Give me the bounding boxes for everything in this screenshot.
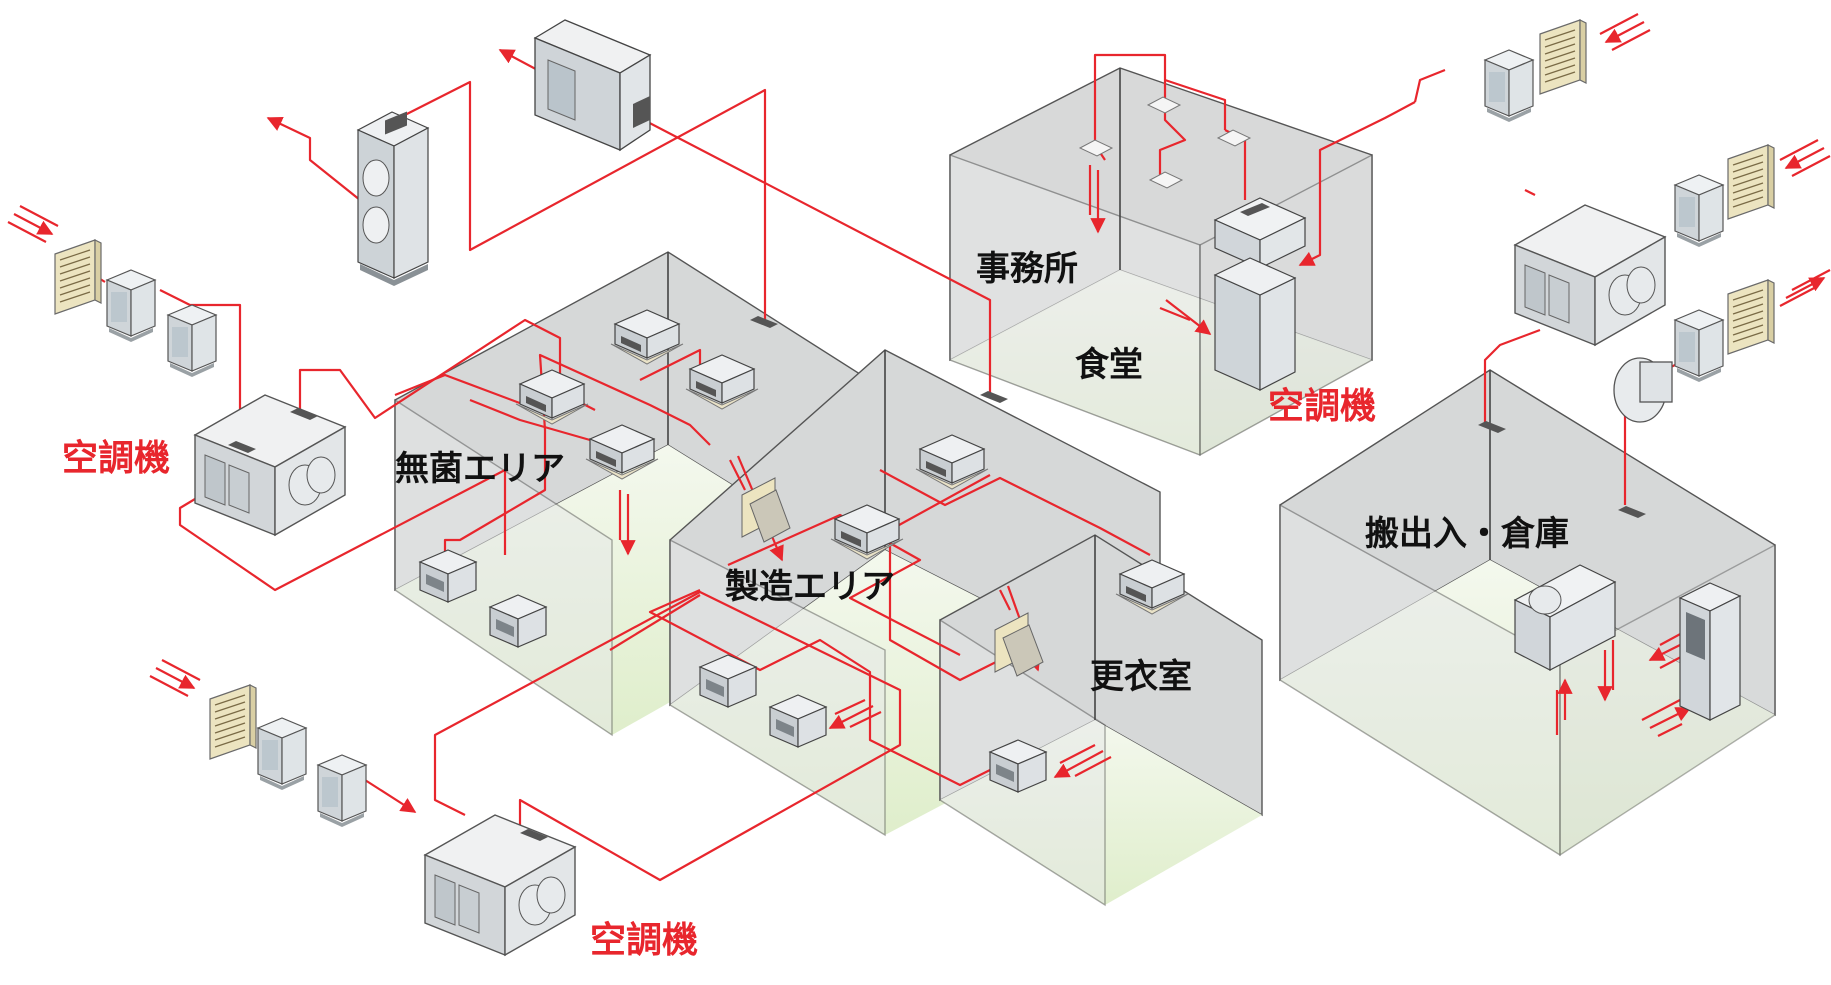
room-label-cafeteria: 食堂	[1075, 345, 1143, 385]
floor-air-unit	[769, 694, 827, 748]
filter-unit	[1674, 174, 1724, 248]
floor-air-unit	[489, 594, 547, 648]
room-label-manufacturing-area: 製造エリア	[725, 567, 895, 607]
office-air-handling-unit	[1213, 197, 1307, 391]
filter-unit	[257, 717, 307, 791]
air-handling-unit-icon	[1514, 204, 1666, 346]
exhaust-fan-icon	[1613, 357, 1673, 423]
outdoor-louver-icon	[1727, 144, 1775, 220]
outdoor-louver-icon	[1727, 279, 1775, 355]
ahu-label-left: 空調機	[62, 438, 170, 479]
ceiling-diffuser-icon	[228, 316, 1646, 841]
office-cafeteria-room	[949, 67, 1373, 457]
ahu-label-bottom: 空調機	[590, 920, 698, 961]
filter-unit	[167, 304, 217, 378]
floor-air-unit	[699, 654, 757, 708]
airflow-arrow-icon	[149, 659, 201, 697]
filter-unit	[106, 269, 156, 343]
wall-damper-icon	[994, 612, 1044, 677]
warehouse-air-unit	[1513, 564, 1617, 671]
outdoor-louver-icon	[209, 684, 257, 760]
room-label-locker-room: 更衣室	[1090, 657, 1192, 697]
warehouse-cabinet-unit	[1678, 582, 1742, 721]
room-label-office: 事務所	[976, 249, 1078, 289]
outdoor-louver-icon	[54, 239, 102, 315]
floor-air-unit	[419, 549, 477, 603]
ventilation-unit	[533, 19, 652, 152]
exhaust-tower-unit	[356, 111, 430, 286]
wall-damper-icon	[741, 477, 791, 543]
airflow-arrow-icon	[1779, 139, 1831, 177]
room-label-shipping-warehouse: 搬出入・倉庫	[1365, 514, 1569, 554]
airflow-arrow-icon	[1599, 13, 1651, 51]
room-label-sterile-area: 無菌エリア	[395, 449, 565, 489]
filter-unit	[1674, 309, 1724, 383]
air-handling-unit-icon	[194, 394, 346, 536]
outdoor-louver-icon	[1539, 19, 1587, 95]
airflow-arrow-icon	[7, 205, 59, 243]
floor-air-unit	[989, 739, 1047, 793]
filter-unit	[317, 754, 367, 828]
airflow-arrow-icon	[1779, 269, 1831, 307]
supply-exhaust-ductwork	[77, 49, 1676, 882]
air-handling-unit-icon	[424, 814, 576, 956]
shipping-warehouse-room	[1279, 369, 1776, 857]
filter-unit	[1484, 49, 1534, 123]
ahu-label-office: 空調機	[1268, 386, 1376, 427]
airflow-arrows	[7, 13, 1831, 778]
office-ceiling-diffuser-icon	[1078, 96, 1252, 189]
